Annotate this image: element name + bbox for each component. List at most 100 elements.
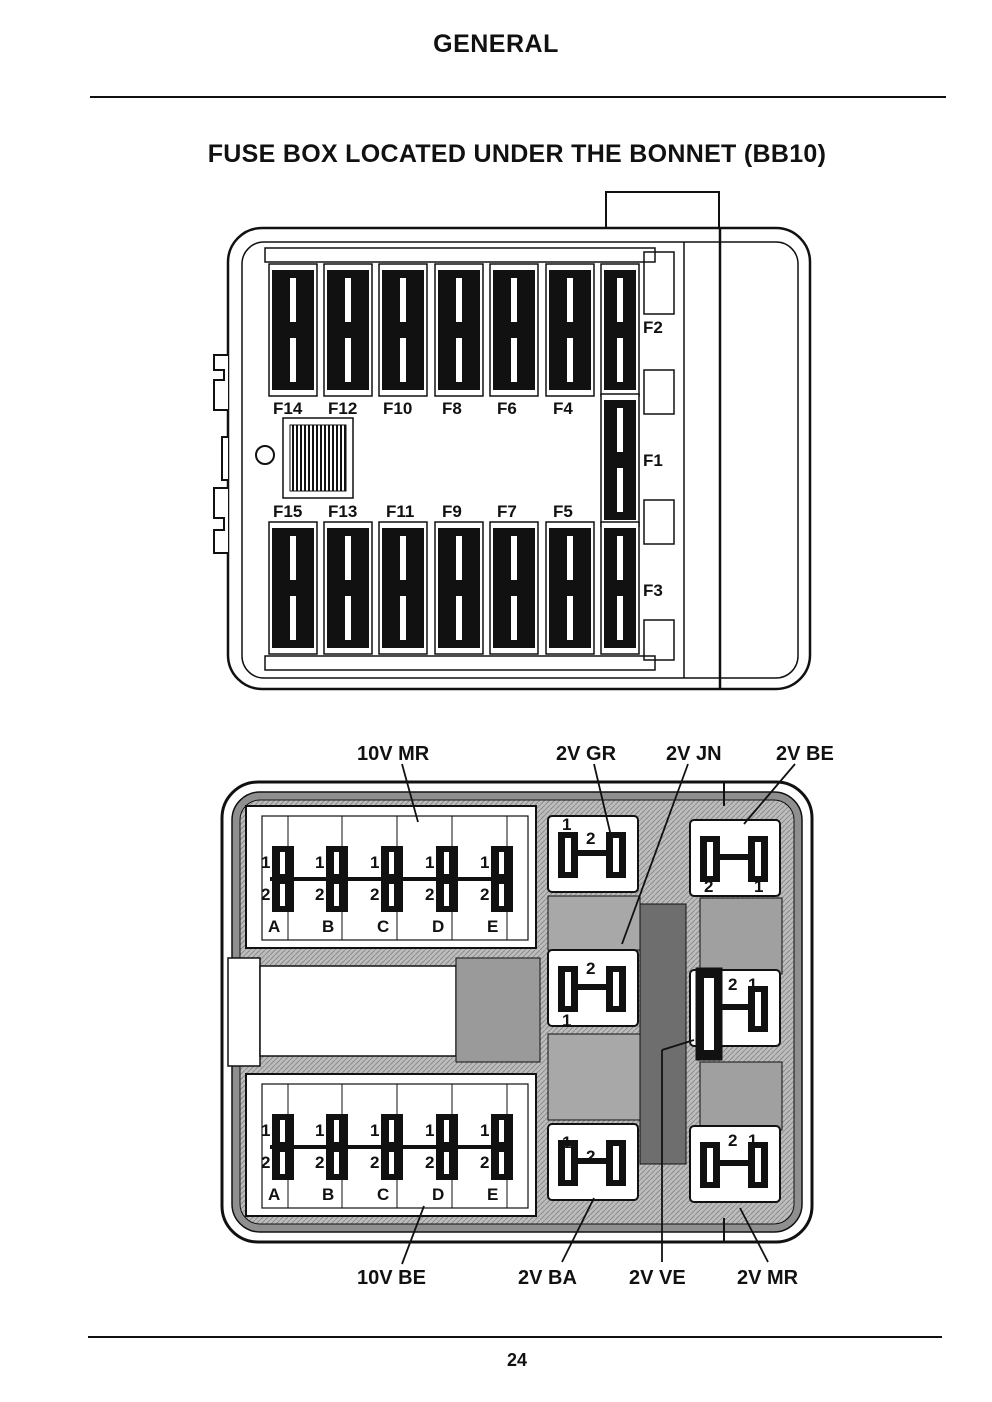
conn-10v-be-pin1-3: 1 [425,1121,434,1140]
center-opening [259,965,457,1057]
conn-10v-be-letter-4: E [487,1185,498,1204]
conn-10v-be-pin2-4: 2 [480,1153,489,1172]
footer-rule [88,1336,942,1338]
fuse-bottom-2 [378,521,428,655]
conn-10v-mr-pin2-4: 2 [480,885,489,904]
conn-10v-mr-socket-4: 1 2E [480,816,513,940]
fuse-top-3 [434,263,484,397]
fuse-side-f1 [600,393,640,527]
conn-10v-mr-pin2-0: 2 [261,885,270,904]
relay-2v-be-pin-a: 2 [704,877,713,896]
relay-2v-ba-pin-b: 2 [586,1147,595,1166]
relay-2v-ve-pin-b: 1 [748,975,757,994]
conn-10v-mr-letter-4: E [487,917,498,936]
left-clips [213,354,275,554]
relay-2v-jn-pin-b: 1 [562,1011,571,1030]
leader-lines [401,763,796,1265]
conn-10v-mr-pin2-1: 2 [315,885,324,904]
fuse-label-f10: F10 [383,399,412,418]
page-number: 24 [506,1350,528,1370]
conn-10v-mr-letter-2: C [377,917,389,936]
conn-10v-mr-pin1-4: 1 [480,853,489,872]
fuse-label-f1: F1 [643,451,663,470]
conn-10v-be-pin1-2: 1 [370,1121,379,1140]
callout-2v-be: 2V BE [776,743,834,765]
fuse-label-f12: F12 [328,399,357,418]
fuse-label-f9: F9 [442,502,462,521]
relay-2v-gr-pin-b: 2 [586,829,595,848]
relay-2v-mr-pin-a: 2 [728,1131,737,1150]
relay-2v-gr: 12 [547,815,639,893]
fuse-top-2 [378,263,428,397]
callout-2v-ve: 2V VE [629,1267,686,1289]
conn-10v-be-socket-4: 1 2E [480,1084,513,1208]
conn-10v-mr-pin2-2: 2 [370,885,379,904]
conn-10v-mr-pin1-0: 1 [261,853,270,872]
conn-10v-mr-pin1-1: 1 [315,853,324,872]
top-row-fuses [268,263,595,397]
top-casing-inner [241,241,799,679]
conn-10v-be-pin2-2: 2 [370,1153,379,1172]
fuse-label-f11: F11 [386,502,414,521]
conn-10v-be-pin1-0: 1 [261,1121,270,1140]
header-rule [90,96,946,98]
fuse-top-4 [489,263,539,397]
fuse-bottom-3 [434,521,484,655]
conn-10v-be-letter-2: C [377,1185,389,1204]
page-title: FUSE BOX LOCATED UNDER THE BONNET (BB10) [207,140,827,168]
callout-2v-mr: 2V MR [737,1267,799,1289]
callout-2v-jn: 2V JN [666,743,722,765]
fuse-label-f14: F14 [273,399,303,418]
relay-2v-be-pin-b: 1 [754,877,763,896]
conn-10v-mr-letter-0: A [268,917,280,936]
conn-10v-mr-pin2-3: 2 [425,885,434,904]
fuse-side-f2 [600,263,640,397]
conn-10v-mr-pin1-3: 1 [425,853,434,872]
fuse-label-f4: F4 [553,399,573,418]
relay-2v-jn: 21 [547,949,639,1030]
conn-10v-mr-pin1-2: 1 [370,853,379,872]
fuse-top-5 [545,263,595,397]
relay-2v-ba: 12 [547,1123,639,1201]
relay-2v-ba-pin-a: 1 [562,1133,571,1152]
fuse-bottom-0 [268,521,318,655]
fuse-bottom-4 [489,521,539,655]
fuse-label-f3: F3 [643,581,663,600]
callout-2v-gr: 2V GR [556,743,617,765]
conn-10v-be-pin2-0: 2 [261,1153,270,1172]
top-fuse-box: F14 F12 F10 F8 F6 F4 F15 F13 F11 F9 F7 F… [213,191,812,691]
callout-10v-be: 10V BE [357,1267,426,1289]
fuse-label-f15: F15 [273,502,302,521]
fuse-label-f8: F8 [442,399,462,418]
fuse-bottom-5 [545,521,595,655]
fuse-top-0 [268,263,318,397]
conn-10v-be-letter-0: A [268,1185,280,1204]
conn-10v-be-pin2-1: 2 [315,1153,324,1172]
fuse-label-f5: F5 [553,502,573,521]
fuse-side-f3 [600,521,640,655]
conn-10v-mr-letter-1: B [322,917,334,936]
relay-2v-gr-pin-a: 1 [562,815,571,834]
bottom-relay-box: 10V MR 2V GR 2V JN 2V BE 10V BE 2V BA 2V… [220,743,834,1289]
relay-2v-ve-pin-a: 2 [728,975,737,994]
conn-10v-be-pin1-4: 1 [480,1121,489,1140]
conn-10v-be-pin2-3: 2 [425,1153,434,1172]
conn-10v-be-letter-1: B [322,1185,334,1204]
callout-10v-mr: 10V MR [357,743,430,765]
fuse-bottom-1 [323,521,373,655]
callout-2v-ba: 2V BA [518,1267,577,1289]
bottom-row-fuses [268,521,595,655]
fuse-label-f2: F2 [643,318,663,337]
relay-2v-mr-pin-b: 1 [748,1131,757,1150]
top-tab [605,191,720,229]
conn-10v-be-pin1-1: 1 [315,1121,324,1140]
side-fuses [600,263,640,655]
fuse-label-f7: F7 [497,502,517,521]
fuse-top-1 [323,263,373,397]
